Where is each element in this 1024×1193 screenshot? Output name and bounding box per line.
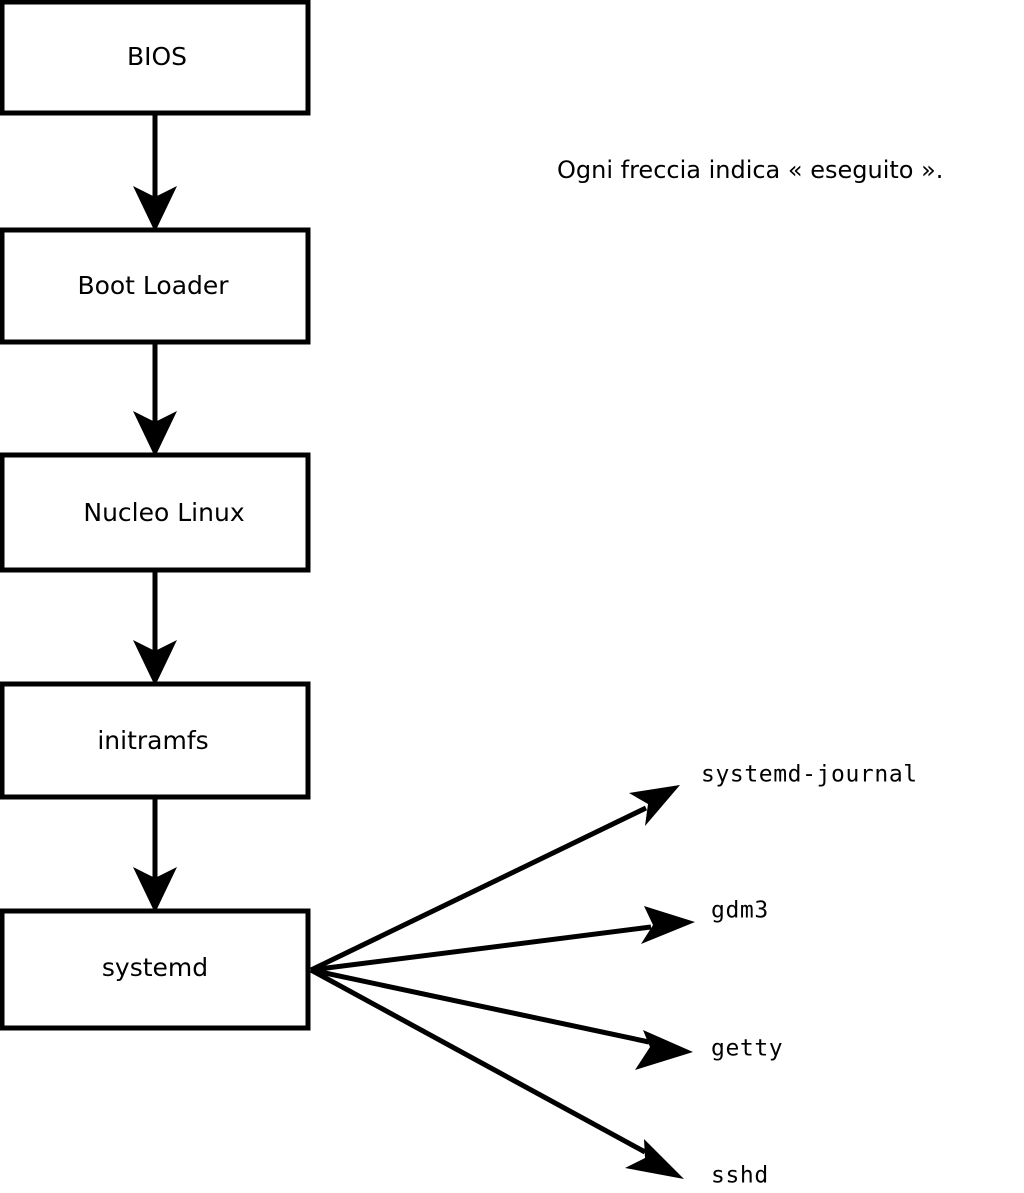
stage-box-outline xyxy=(0,452,311,573)
stage-boxes-group: BIOS Boot Loader Nucleo Linux initramfs … xyxy=(0,0,311,1031)
stage-box-outline xyxy=(0,681,311,800)
stage-box-label: systemd xyxy=(102,953,208,982)
service-fan-arrows-group xyxy=(309,785,695,1179)
fan-arrow-shaft xyxy=(309,805,648,973)
fan-arrow-getty xyxy=(310,967,693,1070)
service-label-systemd-journal: systemd-journal xyxy=(701,762,918,788)
stage-box-systemd[interactable]: systemd xyxy=(0,908,311,1031)
arrow-head-icon xyxy=(625,1139,684,1179)
fan-arrow-shaft xyxy=(310,967,650,1045)
stage-box-outline xyxy=(0,227,311,345)
stage-box-outline xyxy=(0,0,311,116)
fan-arrow-shaft xyxy=(309,967,647,1155)
flow-arrow-kernel-to-initramfs xyxy=(133,570,177,686)
stage-box-nucleo-linux[interactable]: Nucleo Linux xyxy=(0,452,311,573)
stage-box-label: BIOS xyxy=(127,42,187,71)
flow-arrow-bios-to-bootloader xyxy=(133,113,177,232)
arrow-head-down-icon xyxy=(133,186,177,232)
stage-box-outline xyxy=(0,908,311,1031)
stage-box-label: Nucleo Linux xyxy=(83,498,244,527)
arrow-head-down-icon xyxy=(133,411,177,457)
fan-arrow-sshd xyxy=(309,967,684,1179)
flow-arrow-bootloader-to-kernel xyxy=(133,342,177,457)
arrow-head-icon xyxy=(629,785,680,826)
service-label-gdm3: gdm3 xyxy=(711,898,769,924)
flow-arrows-group xyxy=(133,113,177,913)
flow-arrow-initramfs-to-systemd xyxy=(133,797,177,913)
service-labels-group: systemd-journal gdm3 getty sshd xyxy=(701,762,918,1189)
arrow-head-down-icon xyxy=(133,867,177,913)
fan-arrow-gdm3 xyxy=(310,906,695,973)
stage-box-initramfs[interactable]: initramfs xyxy=(0,681,311,800)
stage-box-bios[interactable]: BIOS xyxy=(0,0,311,116)
service-label-getty: getty xyxy=(711,1036,783,1062)
fan-arrow-systemd-journal xyxy=(309,785,680,973)
fan-arrow-shaft xyxy=(310,924,652,973)
stage-box-label: initramfs xyxy=(97,726,208,755)
arrow-head-down-icon xyxy=(133,640,177,686)
arrow-head-icon xyxy=(641,906,695,944)
service-label-sshd: sshd xyxy=(711,1163,769,1189)
diagram-annotation-note: Ogni freccia indica « eseguito ». xyxy=(557,156,943,184)
stage-box-label: Boot Loader xyxy=(77,271,229,300)
stage-box-boot-loader[interactable]: Boot Loader xyxy=(0,227,311,345)
arrow-head-icon xyxy=(635,1030,693,1070)
